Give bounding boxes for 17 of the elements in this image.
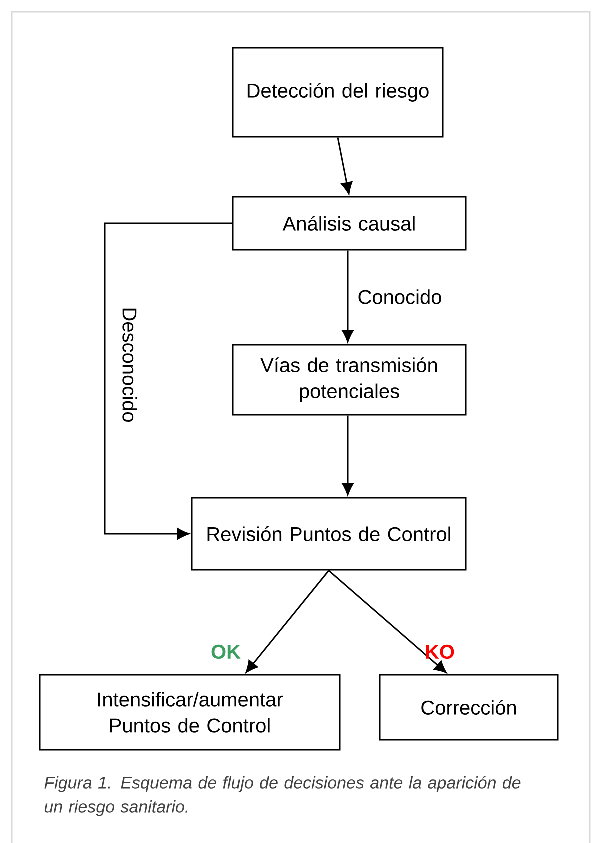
process-box: Corrección: [379, 674, 559, 741]
arrow: [342, 416, 354, 496]
arrow: [246, 570, 330, 674]
process-box: Detección del riesgo: [232, 47, 444, 138]
process-box: Intensificar/aumentar Puntos de Control: [39, 674, 341, 751]
arrow: [337, 138, 353, 195]
arrow: [328, 570, 447, 674]
process-box: Vías de transmisión potenciales: [232, 344, 467, 416]
arrow: [104, 222, 232, 540]
edge-label: OK: [212, 644, 241, 660]
caption: Figura 1. Esquema de flujo de decisiones ante la aparición de un riesgo sanitario.: [44, 776, 521, 816]
edge-label: Conocido: [358, 290, 442, 304]
edge-label: Desconocido: [122, 308, 138, 422]
process-box: Revisión Puntos de Control: [191, 497, 467, 571]
edge-label: KO: [426, 644, 454, 660]
arrow: [342, 250, 354, 342]
process-box: Análisis causal: [232, 196, 467, 251]
